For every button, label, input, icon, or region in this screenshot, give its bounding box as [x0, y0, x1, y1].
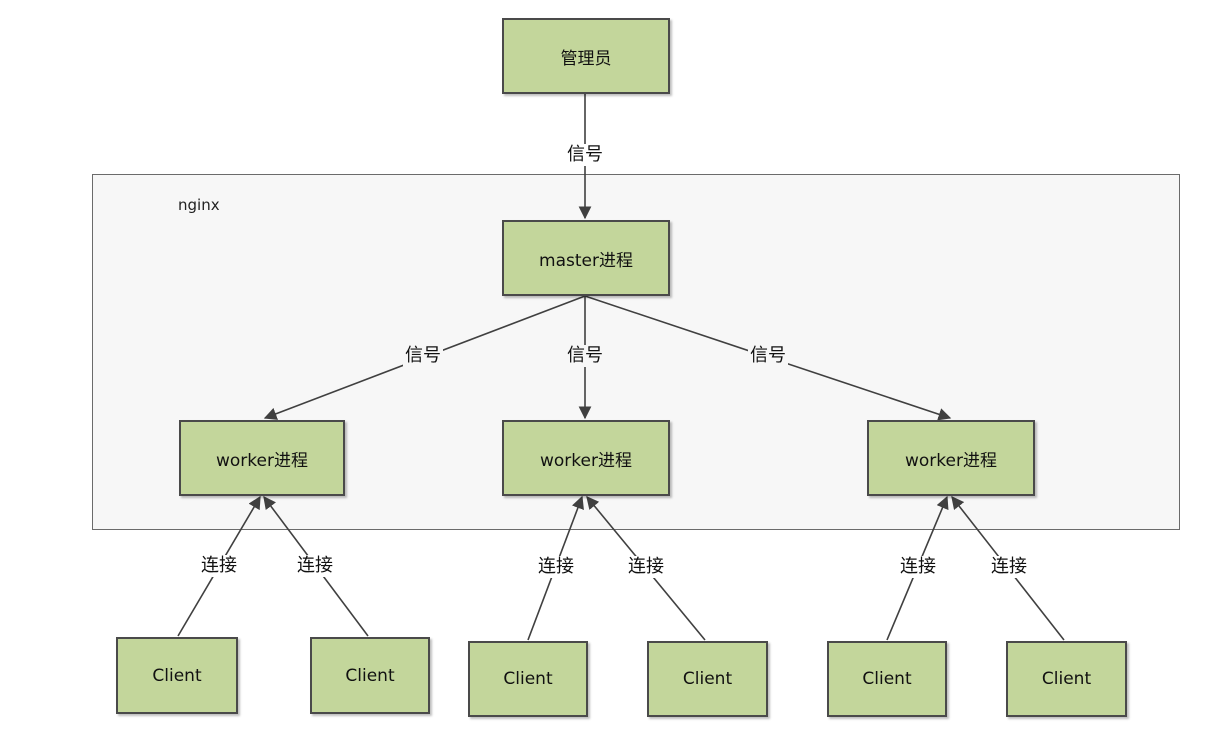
- client-node-5: Client: [827, 641, 947, 717]
- client-node-1: Client: [116, 637, 238, 714]
- edge-label-client-1: 连接: [199, 555, 239, 577]
- edge-label-master-worker-1: 信号: [403, 345, 443, 367]
- edge-label-client-4: 连接: [626, 556, 666, 578]
- edge-label-master-worker-3: 信号: [748, 345, 788, 367]
- edge-label-admin-master: 信号: [565, 144, 605, 166]
- worker-process-node-1: worker进程: [179, 420, 345, 496]
- admin-node: 管理员: [502, 18, 670, 94]
- client-node-3: Client: [468, 641, 588, 717]
- client-node-4: Client: [647, 641, 768, 717]
- container-label: nginx: [178, 196, 220, 214]
- edge-label-client-3: 连接: [536, 556, 576, 578]
- client-node-2: Client: [310, 637, 430, 714]
- worker-process-node-2: worker进程: [502, 420, 670, 496]
- worker-process-node-3: worker进程: [867, 420, 1035, 496]
- master-process-node: master进程: [502, 220, 670, 296]
- edge-label-client-6: 连接: [989, 556, 1029, 578]
- edge-label-client-2: 连接: [295, 555, 335, 577]
- edge-label-master-worker-2: 信号: [565, 345, 605, 367]
- client-node-6: Client: [1006, 641, 1127, 717]
- edge-label-client-5: 连接: [898, 556, 938, 578]
